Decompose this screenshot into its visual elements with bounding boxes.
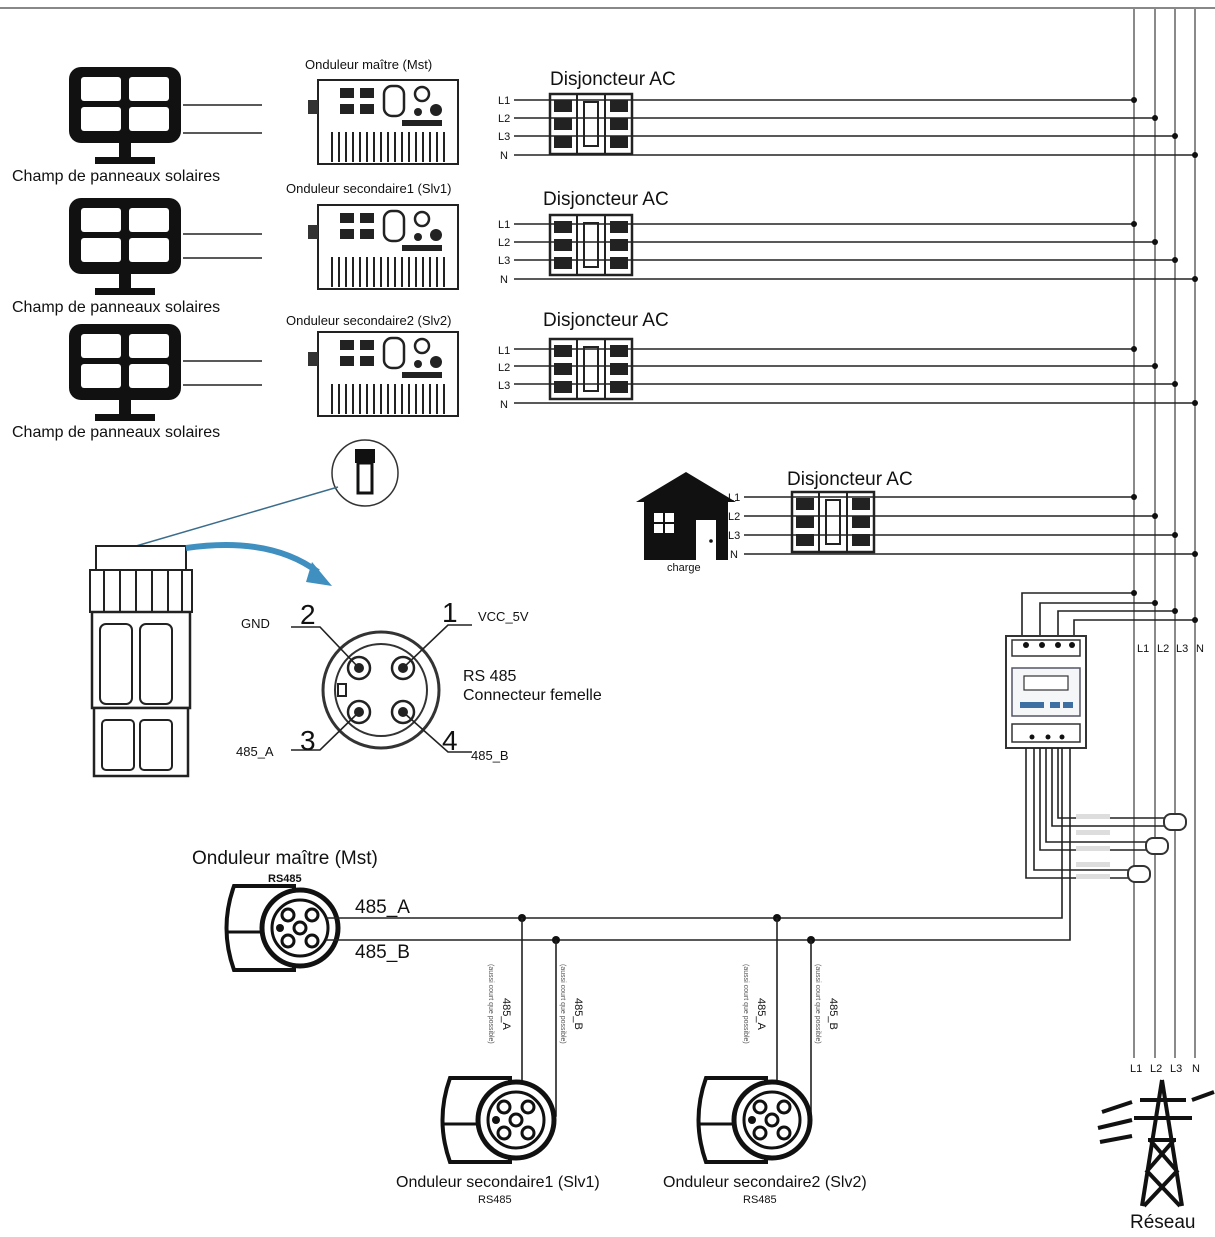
bus-master-label: Onduleur maître (Mst) xyxy=(192,848,378,869)
breaker-icon xyxy=(548,337,634,401)
meter-phase-n: N xyxy=(1196,643,1204,655)
phase-l1: L1 xyxy=(498,219,510,231)
connector-title-1: RS 485 xyxy=(463,668,516,685)
breaker-label: Disjoncteur AC xyxy=(787,469,913,490)
phase-n: N xyxy=(500,399,508,411)
bus-master-rs485: RS485 xyxy=(268,873,302,885)
phase-l3: L3 xyxy=(498,255,510,267)
phase-l1: L1 xyxy=(498,95,510,107)
inverter-icon xyxy=(306,78,460,166)
rs485-port-icon xyxy=(442,1078,554,1162)
inverter-icon xyxy=(306,330,460,418)
breaker-icon xyxy=(548,92,634,156)
phase-l2: L2 xyxy=(498,113,510,125)
drop-b-label: 485_B xyxy=(827,998,839,1030)
phase-l3: L3 xyxy=(498,380,510,392)
grid-bus xyxy=(1133,8,1196,1058)
pin-b-label: 485_B xyxy=(471,748,509,763)
drop-note: (aussi court que possible) xyxy=(742,964,749,1044)
solar-array-label: Champ de panneaux solaires xyxy=(12,168,220,185)
pin-number: 4 xyxy=(442,725,458,756)
solar-panel-icon xyxy=(69,324,181,421)
solar-array-2: Champ de panneaux solaires xyxy=(12,198,262,316)
grid-label: Réseau xyxy=(1130,1212,1196,1233)
grid-phase-l3: L3 xyxy=(1170,1063,1182,1075)
phase-l1: L1 xyxy=(498,345,510,357)
drop-a-label: 485_A xyxy=(500,998,512,1030)
drop-b-label: 485_B xyxy=(572,998,584,1030)
pin-gnd-label: GND xyxy=(241,616,270,631)
pylon-icon xyxy=(1097,1079,1215,1208)
inverter-slave1-label: Onduleur secondaire1 (Slv1) xyxy=(286,181,451,196)
drop-note: (aussi court que possible) xyxy=(559,964,566,1044)
load-label: charge xyxy=(667,562,701,574)
phase-l2: L2 xyxy=(498,237,510,249)
rs485-female-connector: 2 1 3 4 GND VCC_5V 485_A 485_B RS 485 Co… xyxy=(236,597,602,763)
plug-icon xyxy=(89,545,193,778)
bus-slave1-rs485: RS485 xyxy=(478,1194,512,1206)
drop-note: (aussi court que possible) xyxy=(487,964,494,1044)
inverter-master: Onduleur maître (Mst) xyxy=(305,57,460,166)
inverter-slave-2: Onduleur secondaire2 (Slv2) xyxy=(286,313,460,418)
energy-meter: L1 L2 L3 N xyxy=(1005,590,1204,749)
bus-line-b: 485_B xyxy=(355,942,410,963)
bus-slave2-label: Onduleur secondaire2 (Slv2) xyxy=(663,1174,867,1191)
bus-slave1-label: Onduleur secondaire1 (Slv1) xyxy=(396,1174,600,1191)
phase-n: N xyxy=(500,274,508,286)
bus-slave2-rs485: RS485 xyxy=(743,1194,777,1206)
ct-clamps xyxy=(1025,748,1187,883)
connector-title-2: Connecteur femelle xyxy=(463,687,602,704)
phase-n: N xyxy=(730,549,738,561)
inverter-slave-1: Onduleur secondaire1 (Slv1) xyxy=(286,181,460,291)
grid-phase-n: N xyxy=(1192,1063,1200,1075)
inverter-slave2-label: Onduleur secondaire2 (Slv2) xyxy=(286,313,451,328)
solar-array-label: Champ de panneaux solaires xyxy=(12,299,220,316)
pin-number: 2 xyxy=(300,599,316,630)
breaker-icon xyxy=(790,490,876,554)
solar-array-3: Champ de panneaux solaires xyxy=(12,324,262,441)
meter-phase-l2: L2 xyxy=(1157,643,1169,655)
pin-number: 3 xyxy=(300,725,316,756)
phase-l3: L3 xyxy=(728,530,740,542)
solar-array-label: Champ de panneaux solaires xyxy=(12,424,220,441)
phase-l2: L2 xyxy=(498,362,510,374)
phase-l2: L2 xyxy=(728,511,740,523)
inverter-master-label: Onduleur maître (Mst) xyxy=(305,57,432,72)
breaker-label: Disjoncteur AC xyxy=(543,310,669,331)
rs485-bus: Onduleur maître (Mst) RS485 485_A 485_B … xyxy=(192,748,1071,1206)
grid-phase-l2: L2 xyxy=(1150,1063,1162,1075)
rs485-port-icon xyxy=(698,1078,810,1162)
inverter-icon xyxy=(306,203,460,291)
meter-phase-l1: L1 xyxy=(1137,643,1149,655)
meter-phase-l3: L3 xyxy=(1176,643,1188,655)
solar-array-1: Champ de panneaux solaires xyxy=(12,67,262,185)
grid: L1 L2 L3 N Réseau xyxy=(1097,1063,1215,1233)
solar-panel-icon xyxy=(69,67,181,164)
rs485-port-icon xyxy=(226,886,338,970)
pin-vcc-label: VCC_5V xyxy=(478,609,529,624)
phase-l3: L3 xyxy=(498,131,510,143)
pin-number: 1 xyxy=(442,597,458,628)
phase-n: N xyxy=(500,150,508,162)
bus-line-a: 485_A xyxy=(355,897,410,918)
breaker-row-3: Disjoncteur AC L1 L2 L3 N xyxy=(498,310,1198,411)
grid-phase-l1: L1 xyxy=(1130,1063,1142,1075)
pin-a-label: 485_A xyxy=(236,744,274,759)
zoom-arrow xyxy=(185,542,320,575)
rs485-plug xyxy=(89,439,399,778)
breaker-label: Disjoncteur AC xyxy=(550,69,676,90)
solar-panel-icon xyxy=(69,198,181,295)
breaker-row-1: Disjoncteur AC L1 L2 L3 N xyxy=(498,69,1198,162)
breaker-load: Disjoncteur AC L1 L2 L3 N xyxy=(728,469,1198,561)
house-icon xyxy=(636,472,736,560)
load-house: charge xyxy=(636,472,736,574)
breaker-row-2: Disjoncteur AC L1 L2 L3 N xyxy=(498,189,1198,286)
drop-note: (aussi court que possible) xyxy=(814,964,821,1044)
breaker-label: Disjoncteur AC xyxy=(543,189,669,210)
phase-l1: L1 xyxy=(728,492,740,504)
drop-a-label: 485_A xyxy=(755,998,767,1030)
